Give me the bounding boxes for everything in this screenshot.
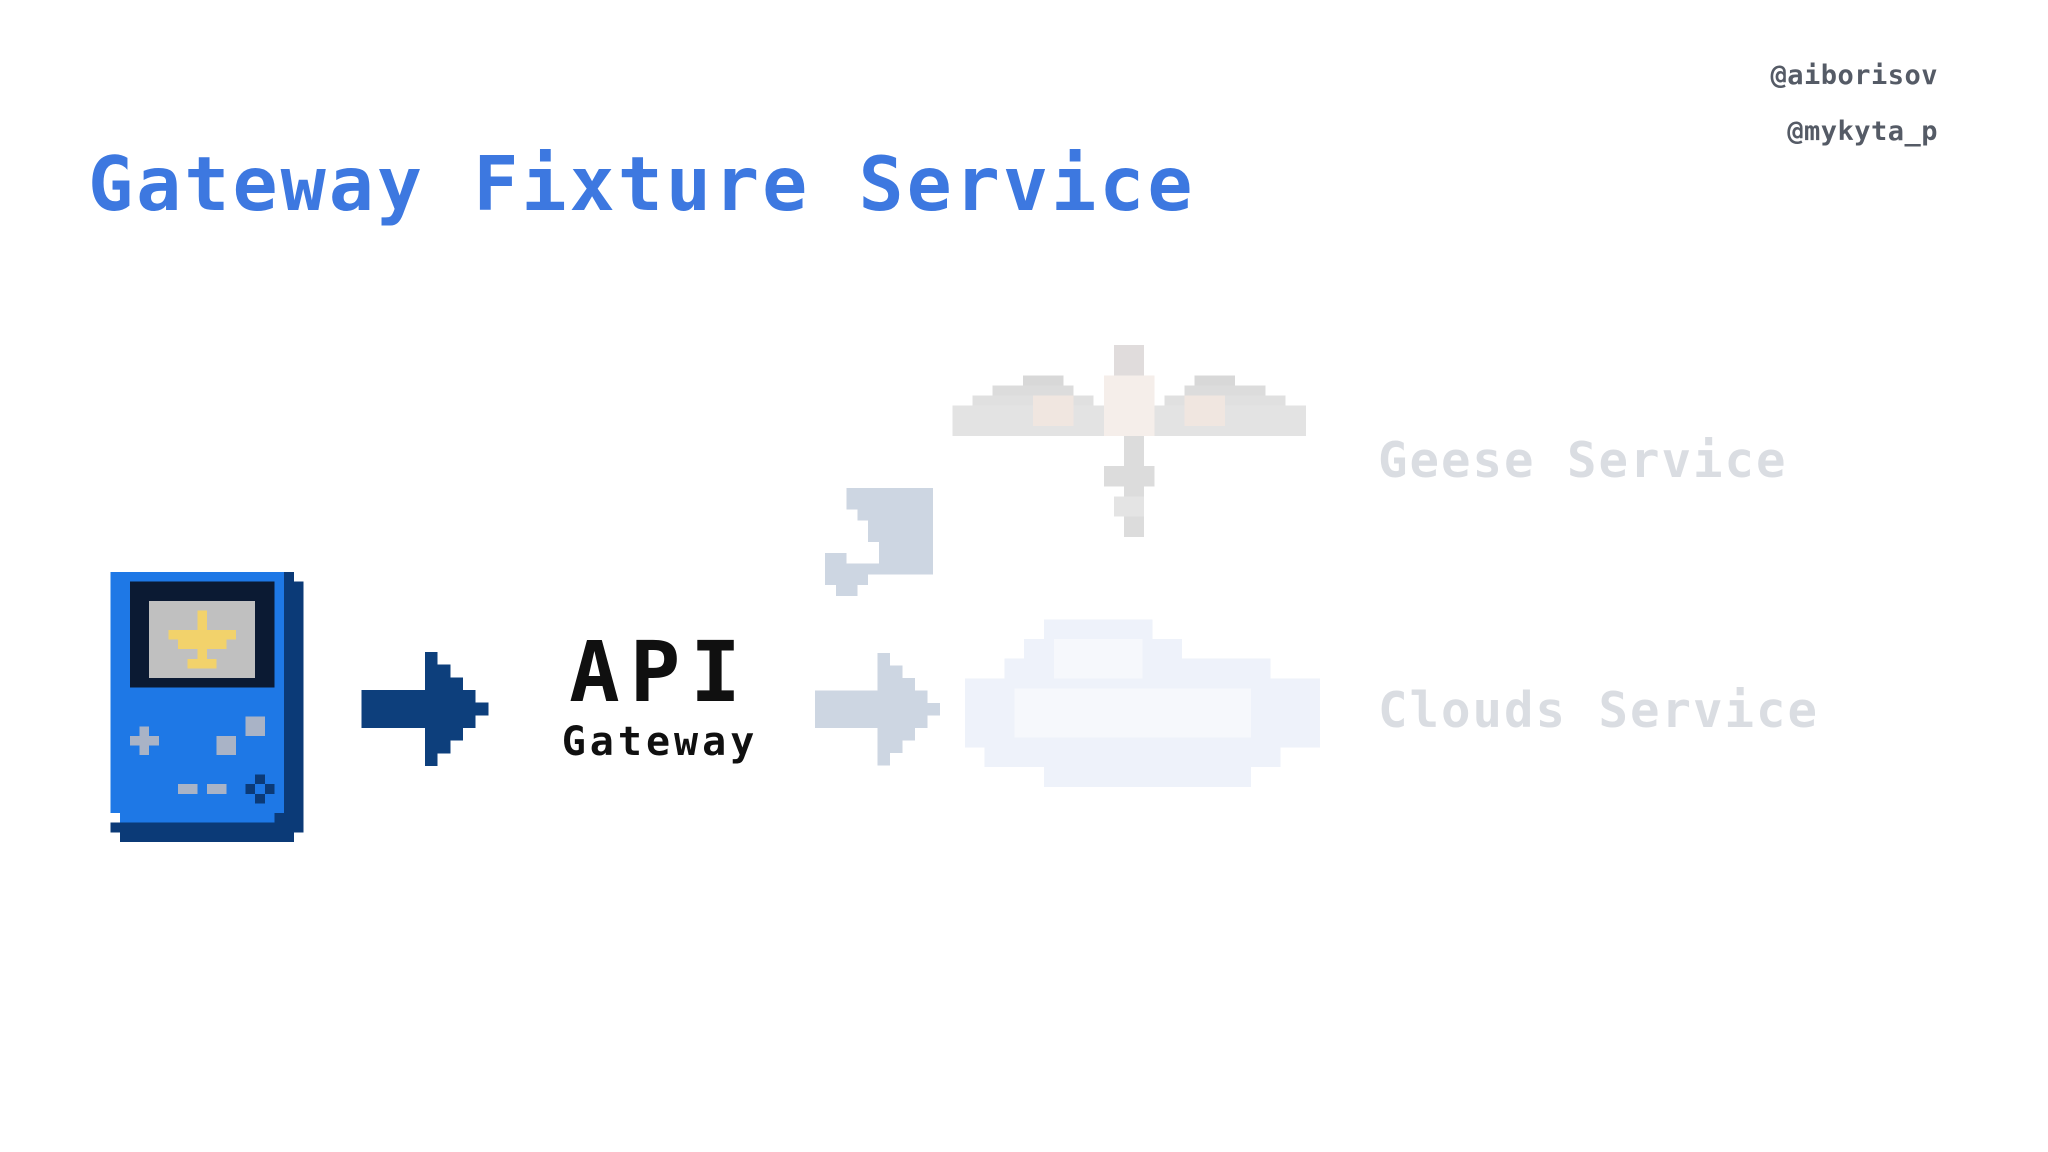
arrow-up-right-icon (825, 488, 933, 596)
goose-icon (952, 345, 1306, 537)
airplane-icon (168, 610, 236, 669)
handheld-console-icon (110, 572, 304, 842)
gateway-sublabel: Gateway (561, 719, 759, 765)
author-handle: @mykyta_p (1787, 116, 1938, 147)
cloud-icon (965, 619, 1320, 787)
arrow-right-icon (815, 652, 940, 766)
clouds-service-label: Clouds Service (1378, 682, 1820, 739)
geese-service-label: Geese Service (1378, 432, 1788, 489)
arrow-right-icon (361, 652, 489, 766)
author-handle: @aiborisov (1770, 60, 1938, 91)
gateway-label: API (569, 623, 751, 721)
slide-title: Gateway Fixture Service (88, 140, 1196, 228)
